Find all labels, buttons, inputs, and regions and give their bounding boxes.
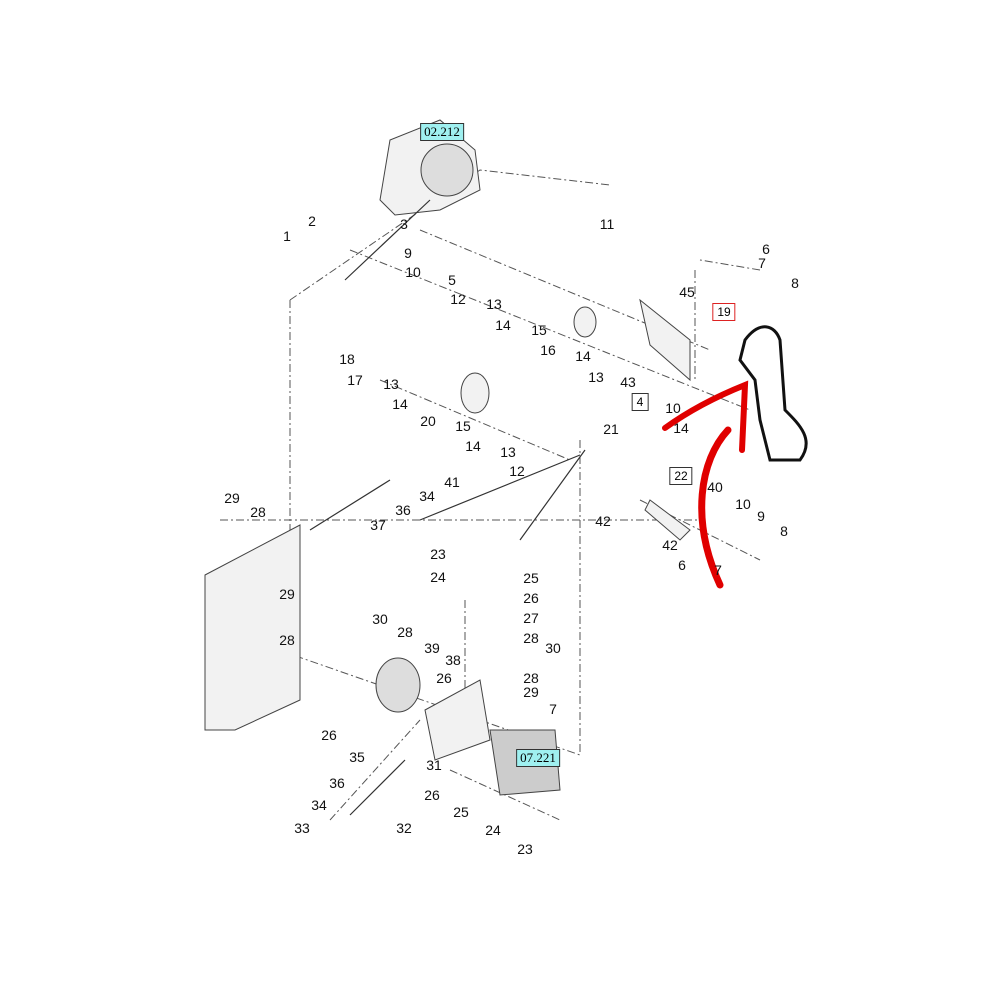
callout-23[interactable]: 23 <box>517 841 533 857</box>
rod <box>309 199 586 816</box>
axis-line <box>220 499 761 821</box>
callout-28[interactable]: 28 <box>279 632 295 648</box>
axis-line <box>464 270 696 755</box>
callout-30[interactable]: 30 <box>545 640 561 656</box>
callout-13[interactable]: 13 <box>500 444 516 460</box>
callout-35[interactable]: 35 <box>349 749 365 765</box>
callout-10[interactable]: 10 <box>405 264 421 280</box>
callout-2[interactable]: 2 <box>308 213 316 229</box>
callout-40[interactable]: 40 <box>707 479 723 495</box>
belt-19 <box>738 325 808 462</box>
callout-34[interactable]: 34 <box>311 797 327 813</box>
callout-26[interactable]: 26 <box>321 727 337 743</box>
reference-link[interactable]: 07.221 <box>516 749 560 767</box>
callout-39[interactable]: 39 <box>424 640 440 656</box>
callout-28[interactable]: 28 <box>250 504 266 520</box>
callout-29[interactable]: 29 <box>523 684 539 700</box>
callout-14[interactable]: 14 <box>575 348 591 364</box>
engine-pulley <box>420 143 474 197</box>
callout-10[interactable]: 10 <box>735 496 751 512</box>
boxed-callout-19[interactable]: 19 <box>712 303 736 321</box>
pulley-16 <box>573 306 597 338</box>
callout-34[interactable]: 34 <box>419 488 435 504</box>
callout-7[interactable]: 7 <box>714 562 722 578</box>
callout-28[interactable]: 28 <box>523 630 539 646</box>
callout-17[interactable]: 17 <box>347 372 363 388</box>
callout-42[interactable]: 42 <box>595 513 611 529</box>
callout-26[interactable]: 26 <box>424 787 440 803</box>
pulley-20 <box>460 372 490 414</box>
callout-25[interactable]: 25 <box>453 804 469 820</box>
callout-6[interactable]: 6 <box>678 557 686 573</box>
callout-13[interactable]: 13 <box>486 296 502 312</box>
callout-26[interactable]: 26 <box>523 590 539 606</box>
red-arrow-icon <box>662 380 749 453</box>
callout-14[interactable]: 14 <box>392 396 408 412</box>
callout-21[interactable]: 21 <box>603 421 619 437</box>
callout-36[interactable]: 36 <box>395 502 411 518</box>
chassis-frame <box>204 524 301 731</box>
callout-38[interactable]: 38 <box>445 652 461 668</box>
callout-31[interactable]: 31 <box>426 757 442 773</box>
callout-37[interactable]: 37 <box>370 517 386 533</box>
callout-29[interactable]: 29 <box>279 586 295 602</box>
callout-6[interactable]: 6 <box>762 241 770 257</box>
callout-3[interactable]: 3 <box>400 216 408 232</box>
callout-15[interactable]: 15 <box>455 418 471 434</box>
callout-43[interactable]: 43 <box>620 374 636 390</box>
boxed-callout-4[interactable]: 4 <box>631 393 649 411</box>
pulley-39 <box>375 657 421 713</box>
callout-15[interactable]: 15 <box>531 322 547 338</box>
callout-23[interactable]: 23 <box>430 546 446 562</box>
callout-28[interactable]: 28 <box>397 624 413 640</box>
callout-36[interactable]: 36 <box>329 775 345 791</box>
callout-9[interactable]: 9 <box>404 245 412 261</box>
part-22 <box>644 499 691 541</box>
callout-30[interactable]: 30 <box>372 611 388 627</box>
callout-45[interactable]: 45 <box>679 284 695 300</box>
callout-28[interactable]: 28 <box>523 670 539 686</box>
callout-41[interactable]: 41 <box>444 474 460 490</box>
callout-18[interactable]: 18 <box>339 351 355 367</box>
callout-25[interactable]: 25 <box>523 570 539 586</box>
callout-24[interactable]: 24 <box>485 822 501 838</box>
callout-14[interactable]: 14 <box>673 420 689 436</box>
callout-10[interactable]: 10 <box>665 400 681 416</box>
callout-20[interactable]: 20 <box>420 413 436 429</box>
callout-9[interactable]: 9 <box>757 508 765 524</box>
callout-14[interactable]: 14 <box>495 317 511 333</box>
callout-12[interactable]: 12 <box>450 291 466 307</box>
callout-16[interactable]: 16 <box>540 342 556 358</box>
tensioner-45 <box>639 298 691 382</box>
callout-11[interactable]: 11 <box>599 216 615 232</box>
bracket-31 <box>424 679 491 761</box>
callout-14[interactable]: 14 <box>465 438 481 454</box>
boxed-callout-22[interactable]: 22 <box>669 467 693 485</box>
callout-24[interactable]: 24 <box>430 569 446 585</box>
callout-27[interactable]: 27 <box>523 610 539 626</box>
callout-42[interactable]: 42 <box>662 537 678 553</box>
axis-line <box>349 229 761 461</box>
callout-5[interactable]: 5 <box>448 272 456 288</box>
callout-13[interactable]: 13 <box>383 376 399 392</box>
red-arrow-curve <box>698 426 732 589</box>
callout-7[interactable]: 7 <box>758 255 766 271</box>
frame-line <box>289 169 611 690</box>
callout-33[interactable]: 33 <box>294 820 310 836</box>
callout-1[interactable]: 1 <box>283 228 291 244</box>
callout-13[interactable]: 13 <box>588 369 604 385</box>
callout-12[interactable]: 12 <box>509 463 525 479</box>
callout-7[interactable]: 7 <box>549 701 557 717</box>
callout-8[interactable]: 8 <box>780 523 788 539</box>
callout-32[interactable]: 32 <box>396 820 412 836</box>
reference-link[interactable]: 02.212 <box>420 123 464 141</box>
callout-8[interactable]: 8 <box>791 275 799 291</box>
callout-29[interactable]: 29 <box>224 490 240 506</box>
callout-26[interactable]: 26 <box>436 670 452 686</box>
